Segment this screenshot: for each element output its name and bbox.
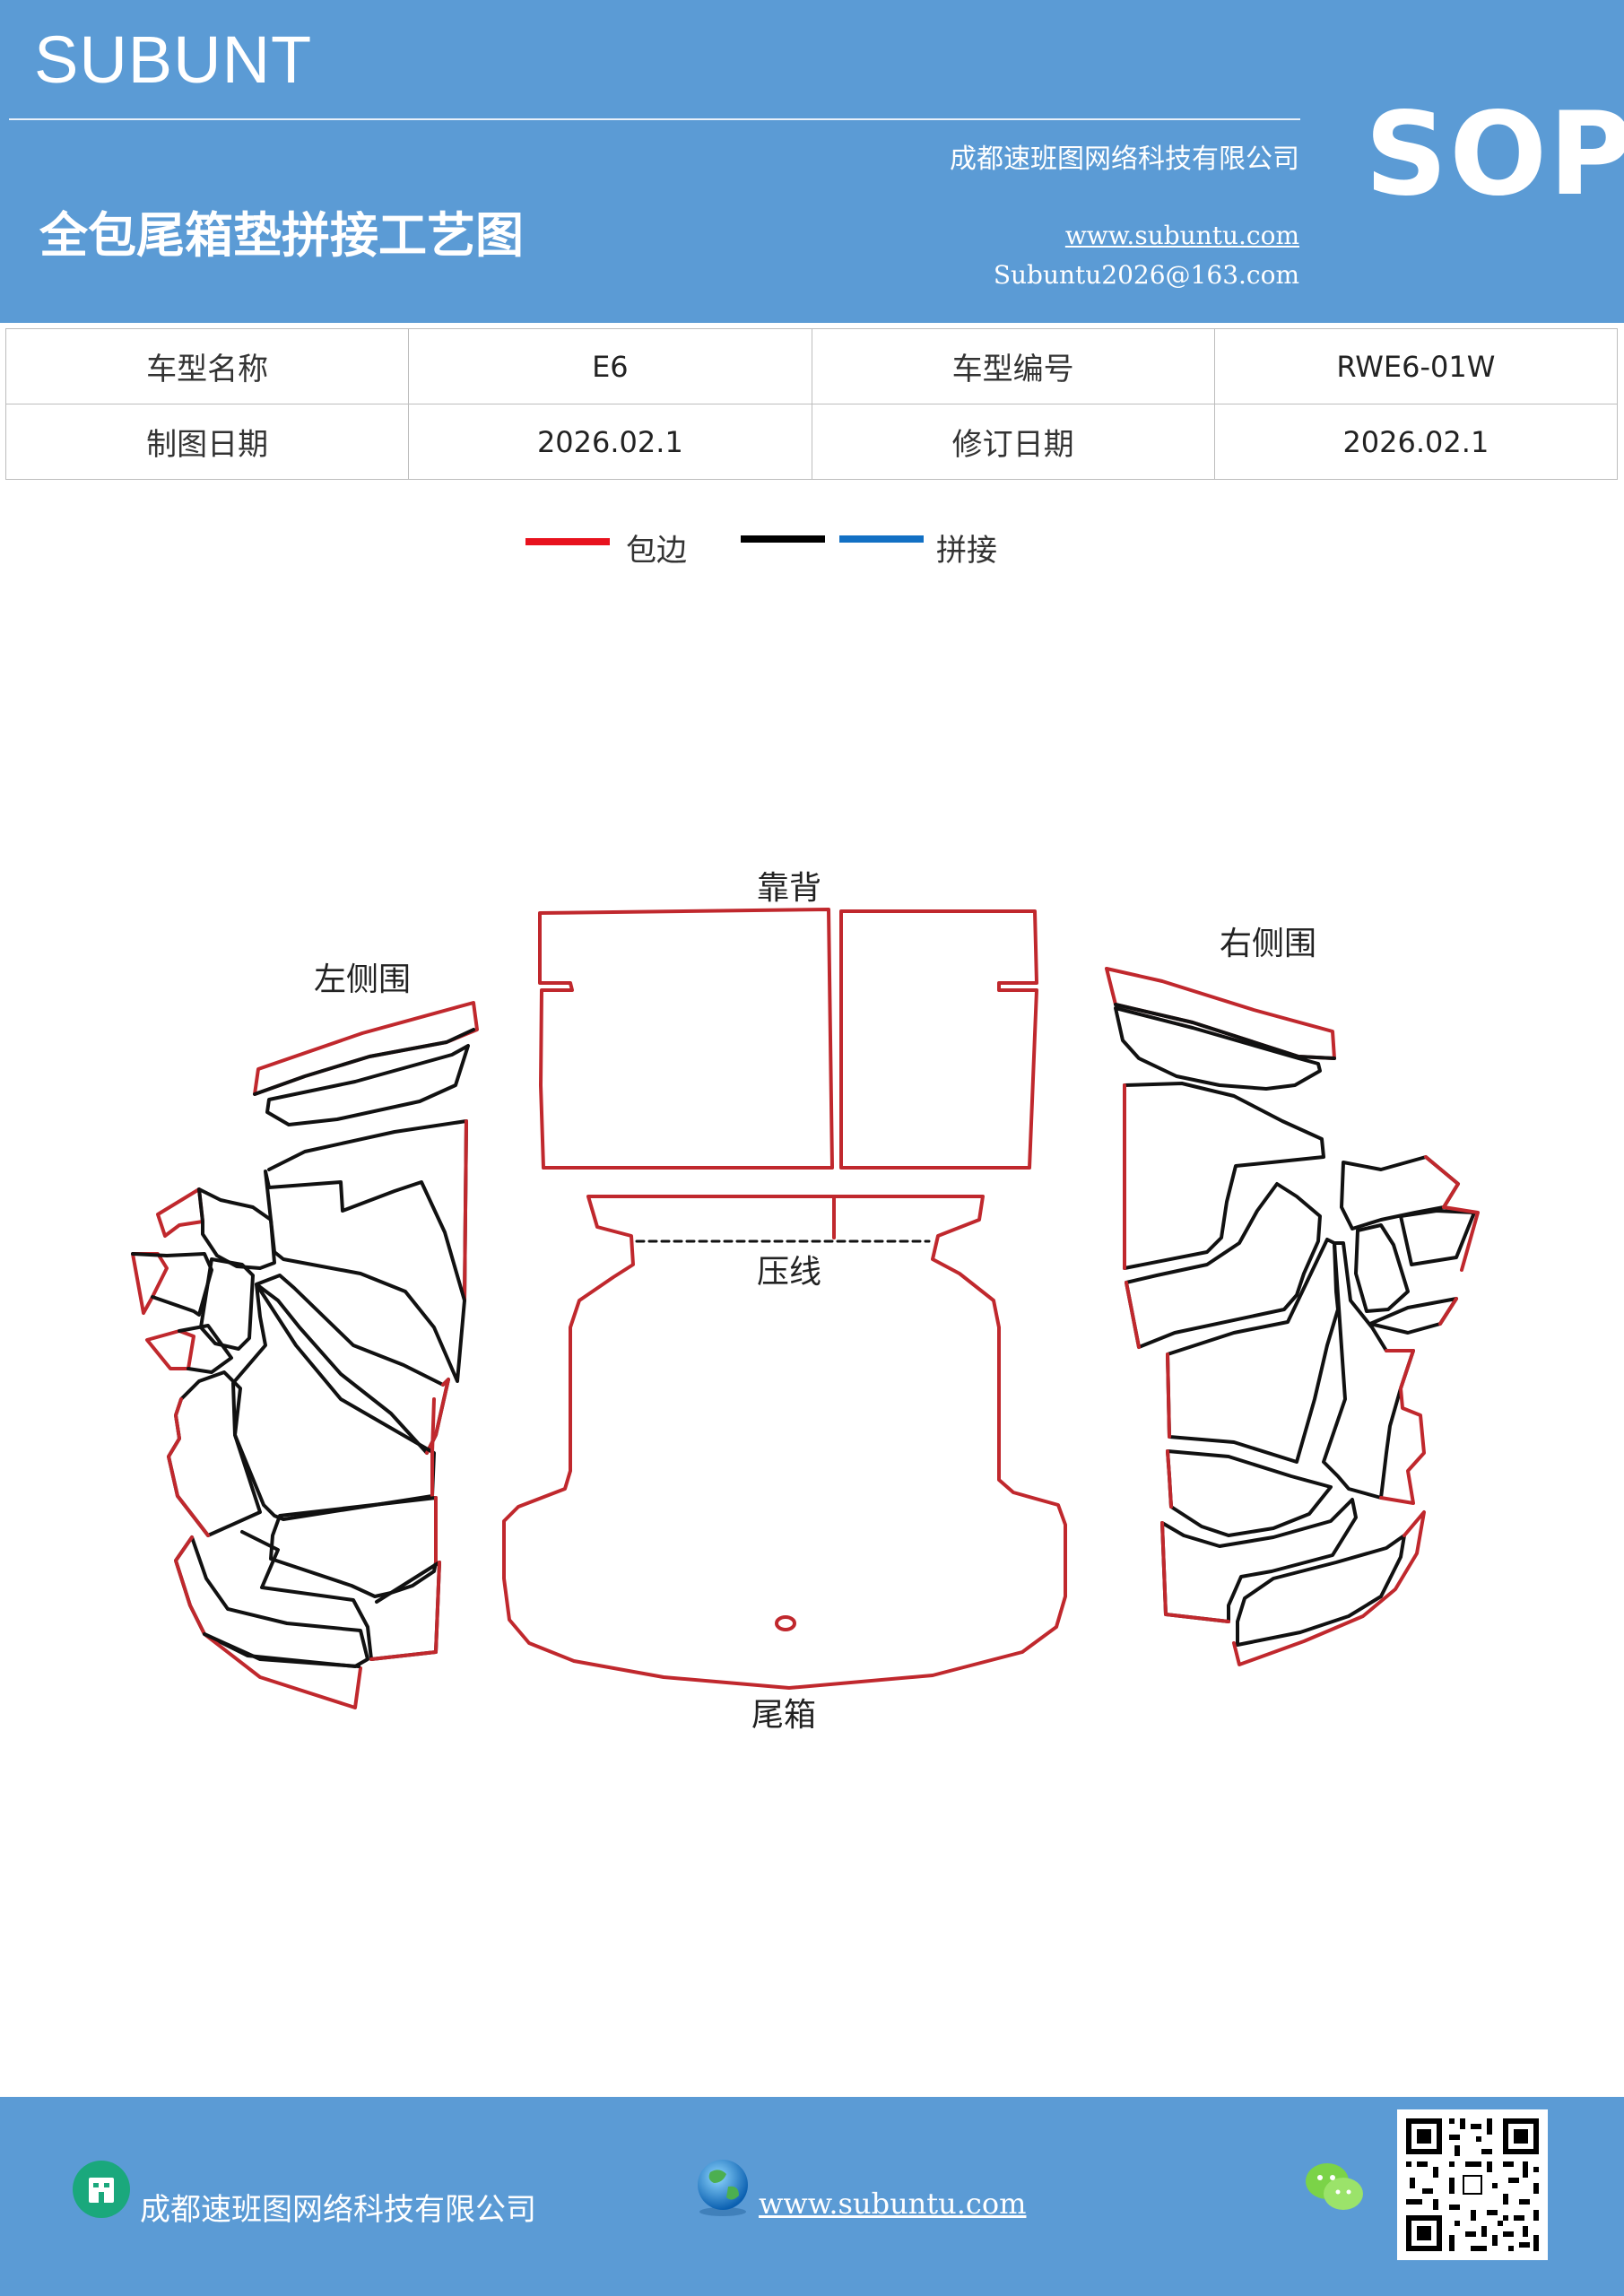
header-divider bbox=[9, 118, 1300, 120]
backrest-left-panel bbox=[538, 908, 834, 1170]
footer-banner: 成都速班图网络科技有限公司 www.subuntu.com bbox=[0, 2097, 1624, 2296]
right-side-label: 右侧围 bbox=[1220, 926, 1316, 962]
right-side-panels bbox=[1105, 967, 1480, 1666]
legend-blue-line bbox=[839, 535, 924, 543]
qr-code[interactable] bbox=[1397, 2109, 1548, 2260]
header-banner: SUBUNT 成都速班图网络科技有限公司 全包尾箱垫拼接工艺图 www.subu… bbox=[0, 0, 1624, 323]
model-code-value: RWE6-01W bbox=[1213, 328, 1619, 404]
wechat-icon bbox=[1306, 2163, 1363, 2210]
model-name-value: E6 bbox=[408, 328, 812, 404]
press-line-label: 压线 bbox=[757, 1254, 821, 1291]
website-link[interactable]: www.subuntu.com bbox=[1064, 221, 1299, 250]
backrest-right-panel bbox=[839, 909, 1038, 1170]
table-row: 车型名称 E6 车型编号 RWE6-01W bbox=[4, 328, 1619, 404]
globe-icon bbox=[698, 2160, 748, 2216]
brand-name: SUBUNT bbox=[34, 22, 313, 97]
revision-date-value: 2026.02.1 bbox=[1213, 404, 1619, 480]
legend-black-line bbox=[741, 535, 825, 543]
trunk-mat-diagram: 靠背 左侧围 右侧围 压线 尾箱 bbox=[131, 870, 1480, 1734]
revision-date-label: 修订日期 bbox=[811, 404, 1215, 480]
trunk-panels bbox=[502, 1195, 1067, 1690]
left-side-panels bbox=[131, 1001, 479, 1709]
sop-badge: SOP bbox=[1365, 88, 1624, 222]
model-code-label: 车型编号 bbox=[811, 328, 1215, 404]
model-name-label: 车型名称 bbox=[4, 328, 410, 404]
footer-website-link[interactable]: www.subuntu.com bbox=[759, 2187, 1027, 2221]
email-address: Subuntu2026@163.com bbox=[993, 260, 1299, 290]
draw-date-label: 制图日期 bbox=[4, 404, 410, 480]
vehicle-info-table: 车型名称 E6 车型编号 RWE6-01W 制图日期 2026.02.1 修订日… bbox=[4, 328, 1619, 480]
trunk-hole bbox=[775, 1615, 796, 1631]
left-side-label: 左侧围 bbox=[314, 961, 411, 998]
trunk-main-panel bbox=[502, 1195, 1067, 1690]
footer-company: 成都速班图网络科技有限公司 bbox=[140, 2192, 536, 2228]
trunk-label: 尾箱 bbox=[751, 1697, 816, 1734]
company-name: 成都速班图网络科技有限公司 bbox=[950, 144, 1299, 175]
legend-edge-line bbox=[525, 538, 610, 545]
legend-edge-label: 包边 bbox=[626, 533, 687, 569]
backrest-panels bbox=[538, 908, 1038, 1170]
building-icon bbox=[73, 2161, 130, 2218]
backrest-label: 靠背 bbox=[757, 870, 821, 907]
page-title: 全包尾箱垫拼接工艺图 bbox=[39, 207, 524, 264]
legend-splice-label: 拼接 bbox=[936, 533, 997, 569]
draw-date-value: 2026.02.1 bbox=[408, 404, 812, 480]
table-row: 制图日期 2026.02.1 修订日期 2026.02.1 bbox=[4, 404, 1619, 480]
